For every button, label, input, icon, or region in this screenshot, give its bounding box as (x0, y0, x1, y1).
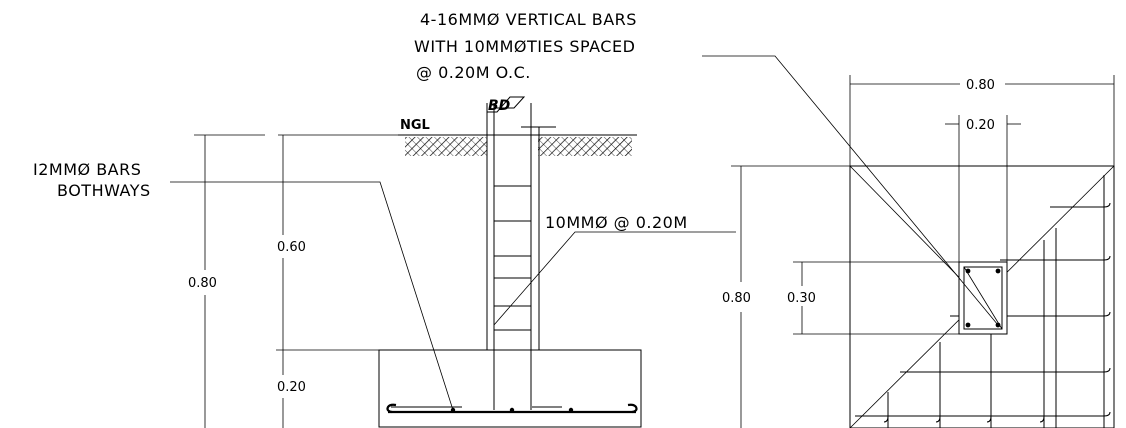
vertical-bars-label-line3: @ 0.20M O.C. (416, 63, 531, 82)
plan-footing-outline (849, 165, 1115, 428)
column-ties (494, 185, 531, 331)
plan-column-bar (995, 268, 1001, 274)
svg-text:BD: BD (488, 98, 510, 114)
ngl-label: NGL (400, 118, 430, 133)
bd-marker: BD (487, 96, 526, 114)
plan-bars-vertical (887, 175, 1105, 428)
dim-total-height: 0.80 (188, 276, 217, 291)
plan-column-ties (963, 266, 1003, 330)
plan-column-bar (965, 322, 971, 328)
dim-plan-width: 0.80 (966, 78, 995, 93)
ties-leader (493, 231, 736, 326)
vertical-bars-label-line1: 4-16MMØ VERTICAL BARS (420, 10, 637, 29)
footing-bar-dot (568, 407, 574, 413)
vertical-bars-leader (702, 55, 999, 326)
plan-view: 0.80 0.20 0.80 0.30 (702, 55, 1115, 428)
vertical-bars-label-line2: WITH 10MMØTIES SPACED (414, 37, 635, 56)
ties-label: 10MMØ @ 0.20M (545, 213, 688, 232)
footing-bar-dot (509, 407, 515, 413)
dim-column-height: 0.60 (277, 240, 306, 255)
section-view: NGL BD (170, 96, 736, 428)
soil-hatch (405, 137, 632, 156)
dim-footing-thickness: 0.20 (277, 380, 306, 395)
bothways-label-line1: I2MMØ BARS (33, 160, 141, 179)
bothways-label-line2: BOTHWAYS (57, 181, 151, 200)
footing-outline (378, 349, 642, 428)
section-dimension-lines (194, 134, 488, 428)
plan-bar-hooks (883, 202, 1111, 423)
bothways-leader (170, 181, 454, 411)
plan-dimension-lines (731, 75, 1115, 428)
dim-plan-height: 0.80 (722, 291, 751, 306)
dim-plan-column-depth: 0.30 (787, 291, 816, 306)
dim-plan-column-width: 0.20 (966, 118, 995, 133)
